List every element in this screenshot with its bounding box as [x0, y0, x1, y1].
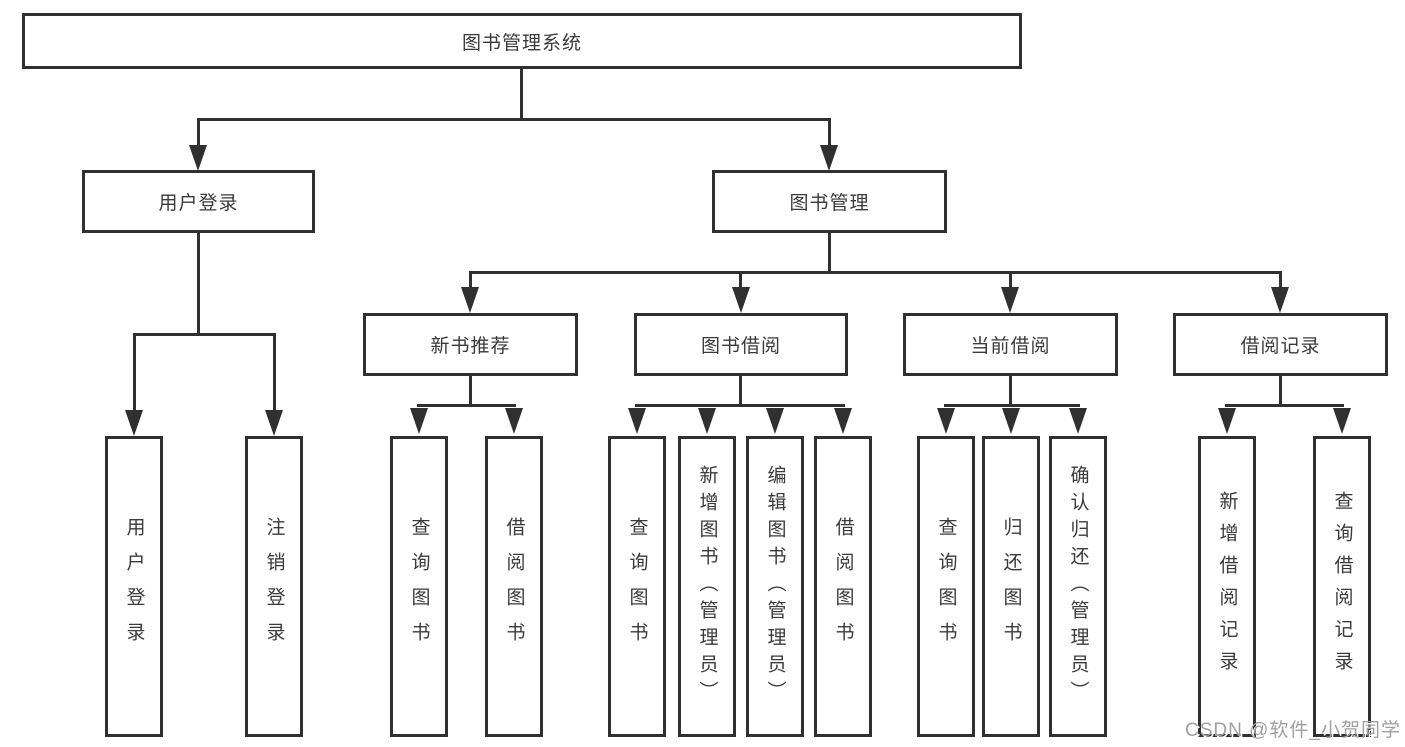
connector-arrowhead — [410, 408, 428, 434]
connector-line — [828, 118, 831, 149]
connector-arrowhead — [1333, 408, 1351, 434]
connector-line — [469, 271, 472, 289]
node-borrowing-records: 借阅记录 — [1173, 313, 1388, 376]
leaf-logout: 注销登录 — [245, 436, 303, 737]
connector-arrowhead — [732, 287, 750, 313]
connector-line — [469, 376, 472, 407]
connector-line — [1279, 376, 1282, 407]
connector-arrowhead — [766, 408, 784, 434]
connector-line — [197, 118, 831, 121]
leaf-return-books: 归还图书 — [982, 436, 1040, 737]
leaf-borrow-books-recommend: 借阅图书 — [485, 436, 543, 737]
connector-line — [1009, 376, 1012, 407]
node-book-management: 图书管理 — [712, 170, 947, 233]
connector-arrowhead — [1001, 287, 1019, 313]
leaf-confirm-return-admin: 确认归还（管理员） — [1049, 436, 1107, 737]
node-book-borrowing: 图书借阅 — [634, 313, 848, 376]
connector-line — [133, 333, 276, 336]
leaf-search-books-current: 查询图书 — [917, 436, 975, 737]
csdn-watermark: CSDN @软件_小贺同学 — [1185, 720, 1401, 741]
connector-line — [520, 69, 523, 120]
connector-arrowhead — [1271, 287, 1289, 313]
connector-line — [828, 233, 831, 274]
connector-arrowhead — [820, 145, 838, 171]
connector-arrowhead — [461, 287, 479, 313]
connector-line — [273, 333, 276, 412]
connector-line — [417, 404, 516, 407]
connector-line — [133, 333, 136, 412]
connector-line — [469, 271, 1282, 274]
leaf-user-login: 用户登录 — [105, 436, 163, 737]
connector-arrowhead — [628, 408, 646, 434]
connector-line — [739, 376, 742, 407]
leaf-add-book-admin: 新增图书（管理员） — [678, 436, 736, 737]
connector-arrowhead — [505, 408, 523, 434]
connector-arrowhead — [189, 145, 207, 171]
node-user-login: 用户登录 — [82, 170, 315, 233]
connector-line — [944, 404, 1080, 407]
connector-line — [197, 118, 200, 149]
leaf-add-borrow-record: 新增借阅记录 — [1198, 436, 1256, 737]
leaf-search-books-recommend: 查询图书 — [390, 436, 448, 737]
node-current-borrowing: 当前借阅 — [903, 313, 1118, 376]
connector-arrowhead — [1002, 408, 1020, 434]
leaf-search-borrow-record: 查询借阅记录 — [1313, 436, 1371, 737]
connector-line — [1279, 271, 1282, 289]
connector-line — [635, 404, 845, 407]
connector-arrowhead — [1218, 408, 1236, 434]
connector-arrowhead — [937, 408, 955, 434]
connector-arrowhead — [125, 410, 143, 436]
node-new-book-recommendation: 新书推荐 — [363, 313, 578, 376]
connector-arrowhead — [834, 408, 852, 434]
connector-line — [1009, 271, 1012, 289]
connector-arrowhead — [698, 408, 716, 434]
leaf-borrow-books-borrowing: 借阅图书 — [814, 436, 872, 737]
connector-line — [739, 271, 742, 289]
node-root: 图书管理系统 — [22, 13, 1022, 69]
leaf-search-books-borrowing: 查询图书 — [608, 436, 666, 737]
connector-arrowhead — [265, 410, 283, 436]
connector-line — [1225, 404, 1344, 407]
connector-arrowhead — [1069, 408, 1087, 434]
connector-line — [197, 233, 200, 336]
leaf-edit-book-admin: 编辑图书（管理员） — [746, 436, 804, 737]
